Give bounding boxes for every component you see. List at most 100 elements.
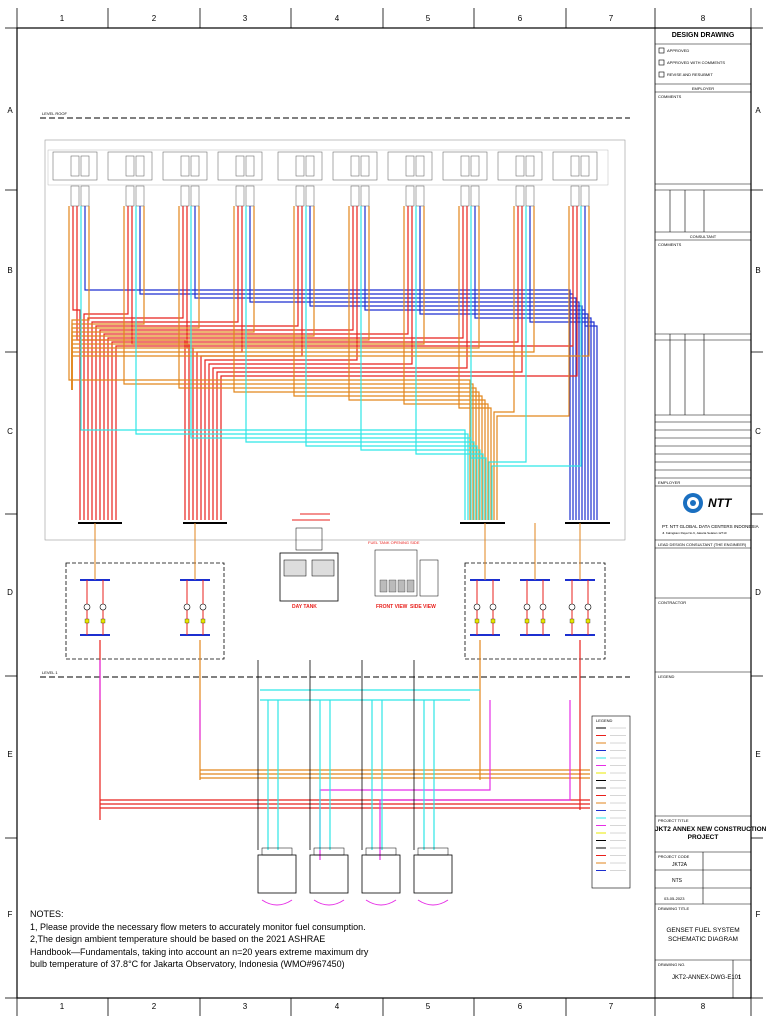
drawing-title-line1: GENSET FUEL SYSTEM: [666, 927, 740, 934]
pump: [539, 603, 547, 611]
note-line-4: bulb temperature of 37.8°C for Jakarta O…: [30, 959, 345, 969]
contractor-label: CONTRACTOR: [658, 600, 687, 605]
consultant-role: LEAD DESIGN CONSULTANT (THE ENGINEER): [658, 542, 747, 547]
grid-col-7-bottom: 7: [608, 1002, 614, 1011]
genset-valve: [180, 185, 190, 207]
grid-col-3: 3: [242, 14, 248, 23]
genset-valve: [180, 155, 190, 177]
genset-valve: [570, 155, 580, 177]
red-fuel-line: [204, 206, 358, 520]
filter: [524, 618, 530, 624]
pump: [183, 603, 191, 611]
grid-col-3-bottom: 3: [242, 1002, 248, 1011]
filter: [585, 618, 591, 624]
filter: [100, 618, 106, 624]
grid-col-1: 1: [59, 14, 65, 23]
cyan-fuel-line: [135, 206, 469, 520]
blue-fuel-line: [419, 206, 589, 520]
genset-valve: [245, 155, 255, 177]
red-fuel-line: [115, 206, 574, 520]
red-fuel-line: [95, 206, 299, 520]
grid-col-4-bottom: 4: [334, 1002, 340, 1011]
legend-label: LEGEND: [658, 674, 675, 679]
design-drawing-header: DESIGN DRAWING: [671, 32, 735, 39]
red-fuel-line: [83, 206, 129, 520]
date-value: 03-05-2023: [664, 896, 685, 901]
cyan-fuel-line: [80, 206, 466, 520]
comments-label-1: COMMENTS: [658, 94, 682, 99]
tank-manway: [417, 847, 449, 856]
pump: [473, 603, 481, 611]
side-view-label: SIDE VIEW: [410, 604, 436, 610]
front-view-label: FRONT VIEW: [376, 604, 408, 610]
tank-vent: [313, 899, 345, 906]
orange-fuel-line: [458, 206, 492, 520]
note-line-2: 2,The design ambient temperature should …: [30, 934, 326, 944]
checkbox-approved-label: APPROVED: [667, 48, 690, 53]
genset-valve: [350, 155, 360, 177]
red-fuel-line: [91, 206, 239, 520]
red-fuel-line: [111, 206, 519, 520]
pump: [584, 603, 592, 611]
pump: [568, 603, 576, 611]
cyan-fuel-line: [360, 206, 481, 520]
genset-valve: [235, 155, 245, 177]
blue-fuel-line: [309, 206, 583, 520]
day-tank-label: DAY TANK: [292, 604, 317, 610]
blue-fuel-line: [529, 206, 595, 520]
scale-value: NTS: [672, 878, 682, 884]
red-fuel-line: [103, 206, 409, 520]
grid-row-a-left: A: [7, 106, 13, 115]
blue-fuel-line: [194, 206, 577, 520]
genset-module: [162, 151, 208, 181]
orange-fuel-line: [348, 206, 486, 520]
filter: [569, 618, 575, 624]
project-title-line2: PROJECT: [687, 834, 719, 841]
grid-col-8-bottom: 8: [700, 1002, 706, 1011]
notes-title: NOTES:: [30, 909, 64, 919]
grid-row-c-right: C: [755, 427, 761, 436]
grid-col-5: 5: [425, 14, 431, 23]
pump: [489, 603, 497, 611]
red-fuel-line: [212, 206, 468, 520]
grid-row-a-right: A: [755, 106, 761, 115]
genset-valve: [70, 155, 80, 177]
orange-fuel-line: [233, 206, 480, 520]
drawing-title-line2: SCHEMATIC DIAGRAM: [668, 936, 738, 943]
genset-valve: [515, 185, 525, 207]
drawing-title-label: DRAWING TITLE: [658, 906, 690, 911]
genset-module: [387, 151, 433, 181]
grid-row-f-left: F: [7, 910, 13, 919]
revision-number: 1: [738, 975, 741, 981]
genset-valve: [350, 185, 360, 207]
genset-module: [277, 151, 323, 181]
level-1-label: LEVEL 1: [42, 670, 58, 675]
genset-valve: [295, 155, 305, 177]
cyan-fuel-line: [305, 206, 478, 520]
tank-vent: [365, 899, 397, 906]
genset-valve: [405, 185, 415, 207]
grid-col-2-bottom: 2: [151, 1002, 157, 1011]
magenta-vent-line: [379, 700, 571, 860]
grid-row-b-left: B: [7, 266, 13, 275]
grid-row-f-right: F: [755, 910, 761, 919]
grid-col-6-bottom: 6: [517, 1002, 523, 1011]
cyan-fuel-line: [190, 206, 472, 520]
genset-valve: [135, 155, 145, 177]
filter: [474, 618, 480, 624]
consultant-label: CONSULTANT: [689, 234, 717, 239]
ntt-logo-text: NTT: [708, 496, 732, 510]
cyan-fuel-line: [415, 206, 484, 520]
genset-module: [332, 151, 378, 181]
blue-fuel-line: [249, 206, 580, 520]
cyan-fuel-line: [245, 206, 475, 520]
drawing-notes: NOTES: 1, Please provide the necessary f…: [30, 908, 590, 971]
filter: [84, 618, 90, 624]
drawing-no-label: DRAWING NO.: [658, 962, 686, 967]
cyan-fuel-line: [488, 206, 527, 520]
grid-row-e-left: E: [7, 750, 13, 759]
genset-valve: [525, 155, 535, 177]
genset-valve: [460, 155, 470, 177]
